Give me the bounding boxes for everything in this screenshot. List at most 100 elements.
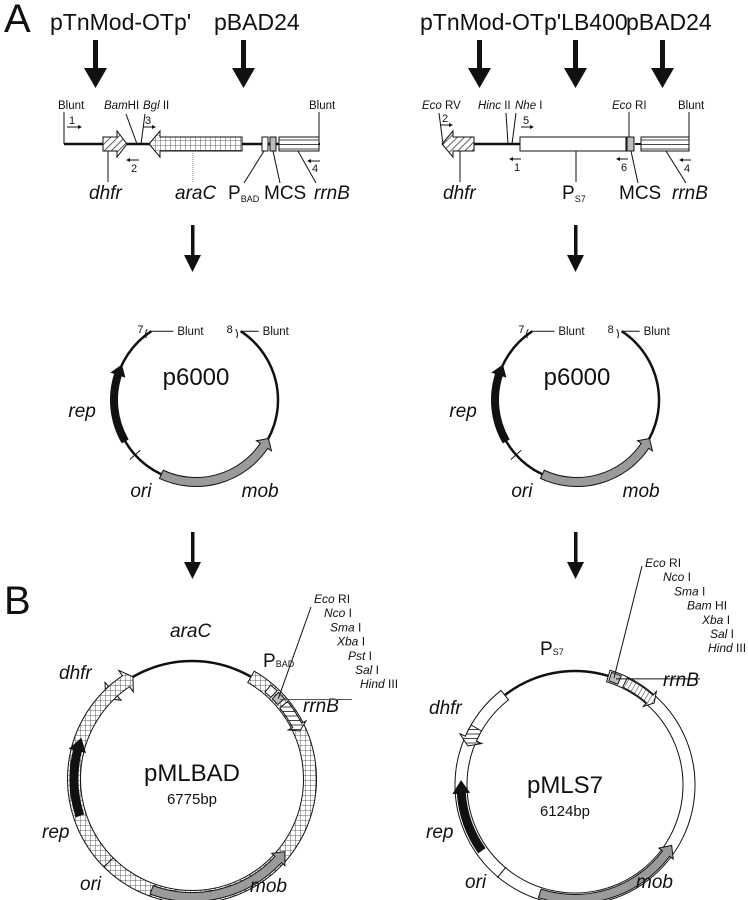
svg-text:3: 3 bbox=[145, 115, 151, 127]
rep-gene bbox=[110, 364, 129, 444]
pbad-box bbox=[264, 684, 278, 699]
right-linear-construct: Eco RV Hinc II Nhe I Eco RI Blunt 2 5 1 … bbox=[422, 100, 708, 204]
blunt-label-left-2: Blunt bbox=[309, 100, 336, 112]
rrnb-box-left bbox=[278, 136, 320, 152]
ori-label: ori bbox=[465, 872, 487, 893]
primer-7-arrow bbox=[145, 328, 148, 339]
dhfr-gene bbox=[458, 724, 484, 747]
rep-gene bbox=[452, 780, 486, 854]
arac-label-left: araC bbox=[175, 183, 216, 204]
ps7-label: PS7 bbox=[540, 639, 564, 660]
mcs-callout-line bbox=[613, 565, 643, 678]
ori-tick bbox=[496, 866, 507, 879]
pbad-box-left bbox=[261, 136, 269, 152]
mob-label: mob bbox=[242, 481, 279, 502]
mob-gene bbox=[158, 437, 273, 487]
step-arrows-2 bbox=[184, 532, 584, 579]
primer-1-left: 1 bbox=[67, 115, 82, 129]
primer-7-label: 7 bbox=[137, 324, 143, 336]
primer-7-arrow bbox=[526, 328, 529, 339]
dhfr-label-left: dhfr bbox=[89, 183, 122, 204]
plasmid-size: 6124bp bbox=[540, 803, 590, 820]
rrnb-label-left: rrnB bbox=[314, 183, 350, 204]
rrnb-label: rrnB bbox=[663, 670, 699, 691]
mcs-label-right: MCS bbox=[619, 183, 661, 204]
mcs-site-label: Nco I bbox=[663, 570, 691, 584]
rep-gene bbox=[68, 737, 87, 818]
svg-text:1: 1 bbox=[69, 115, 75, 127]
ps7-label-right: PS7 bbox=[562, 183, 586, 204]
rep-gene bbox=[491, 364, 510, 444]
primer-8-arrow bbox=[616, 328, 619, 339]
primer-3-left: 3 bbox=[143, 115, 156, 129]
mcs-site-label: Sal I bbox=[710, 627, 734, 641]
blunt-label-right: Blunt bbox=[678, 100, 705, 112]
mcs-label-left: MCS bbox=[264, 183, 306, 204]
primer-8-label: 8 bbox=[227, 324, 233, 336]
ecorv-site-label: Eco RV bbox=[422, 100, 461, 112]
rrnb-label: rrnB bbox=[303, 696, 339, 717]
mcs-site-label: Eco RI bbox=[645, 556, 681, 570]
ori-tick bbox=[103, 857, 114, 868]
mob-label: mob bbox=[250, 876, 287, 897]
svg-text:4: 4 bbox=[312, 163, 318, 175]
ori-label: ori bbox=[511, 481, 533, 502]
mcs-site-label: Xba I bbox=[336, 635, 365, 649]
bglii-site-label: Bgl II bbox=[143, 100, 169, 112]
mcs-site-label: Sal I bbox=[355, 663, 379, 677]
primer-1-right: 1 bbox=[509, 157, 521, 174]
primer-4-left: 4 bbox=[307, 159, 320, 175]
mcs-site-label: Xba I bbox=[701, 613, 730, 627]
mob-label: mob bbox=[623, 481, 660, 502]
dhfr-label: dhfr bbox=[59, 663, 92, 684]
hincii-site-label: Hinc II bbox=[478, 100, 511, 112]
mcs-box-right bbox=[626, 136, 635, 152]
primer-6-right: 6 bbox=[616, 157, 628, 174]
ecori-site-label-right: Eco RI bbox=[612, 100, 647, 112]
source-pbad24-right: pBAD24 bbox=[626, 9, 712, 35]
rrnb-box-right bbox=[640, 136, 690, 152]
mcs-box-left bbox=[269, 136, 277, 152]
primer-8-arrow bbox=[235, 328, 238, 339]
svg-text:5: 5 bbox=[523, 115, 529, 127]
plasmid-name: pMLBAD bbox=[144, 760, 240, 787]
dhfr-label-right: dhfr bbox=[443, 183, 476, 204]
blunt-label-left-1: Blunt bbox=[58, 100, 85, 112]
primer-8-label: 8 bbox=[608, 324, 614, 336]
rep-label: rep bbox=[426, 822, 453, 843]
pbad-label: PBAD bbox=[263, 651, 295, 672]
source-ptnmod-otp-lb400: pTnMod-OTp'LB400 bbox=[420, 9, 628, 35]
ori-label: ori bbox=[130, 481, 152, 502]
arac-gene bbox=[67, 669, 317, 900]
ori-tick bbox=[129, 449, 141, 460]
mob-label: mob bbox=[636, 872, 673, 893]
mcs-site-label: Hind III bbox=[360, 677, 398, 691]
mcs-site-label: Sma I bbox=[674, 584, 705, 598]
primer-4-right: 4 bbox=[679, 158, 691, 175]
primer-2-right: 2 bbox=[440, 113, 453, 127]
svg-text:2: 2 bbox=[131, 163, 137, 175]
svg-text:6: 6 bbox=[621, 162, 627, 174]
blunt-label-vector-right: Blunt bbox=[644, 326, 671, 338]
mcs-site-label: Eco RI bbox=[314, 592, 350, 606]
pbad-label-left: PBAD bbox=[228, 183, 260, 204]
primer-5-right: 5 bbox=[521, 115, 534, 129]
rrnb-gene bbox=[279, 700, 308, 732]
mob-gene bbox=[537, 844, 674, 900]
ps7-box-right bbox=[519, 136, 627, 152]
arac-label: araC bbox=[170, 621, 211, 642]
mcs-site-label: Hind III bbox=[708, 641, 746, 655]
pmls7-plasmid: pMLS7 6124bp PS7 dhfr rrnB rep ori mob Eco RINco… bbox=[426, 556, 746, 900]
mcs-site-label: Pst I bbox=[348, 649, 372, 663]
nhei-site-label: Nhe I bbox=[515, 100, 543, 112]
plasmid-name: pMLS7 bbox=[527, 772, 603, 799]
dhfr-label: dhfr bbox=[429, 698, 462, 719]
panel-label-b: B bbox=[4, 579, 31, 623]
mcs-site-label: Sma I bbox=[330, 620, 361, 634]
mcs-callout-line bbox=[277, 606, 312, 699]
bamhi-site-label: BamHI bbox=[104, 100, 139, 112]
